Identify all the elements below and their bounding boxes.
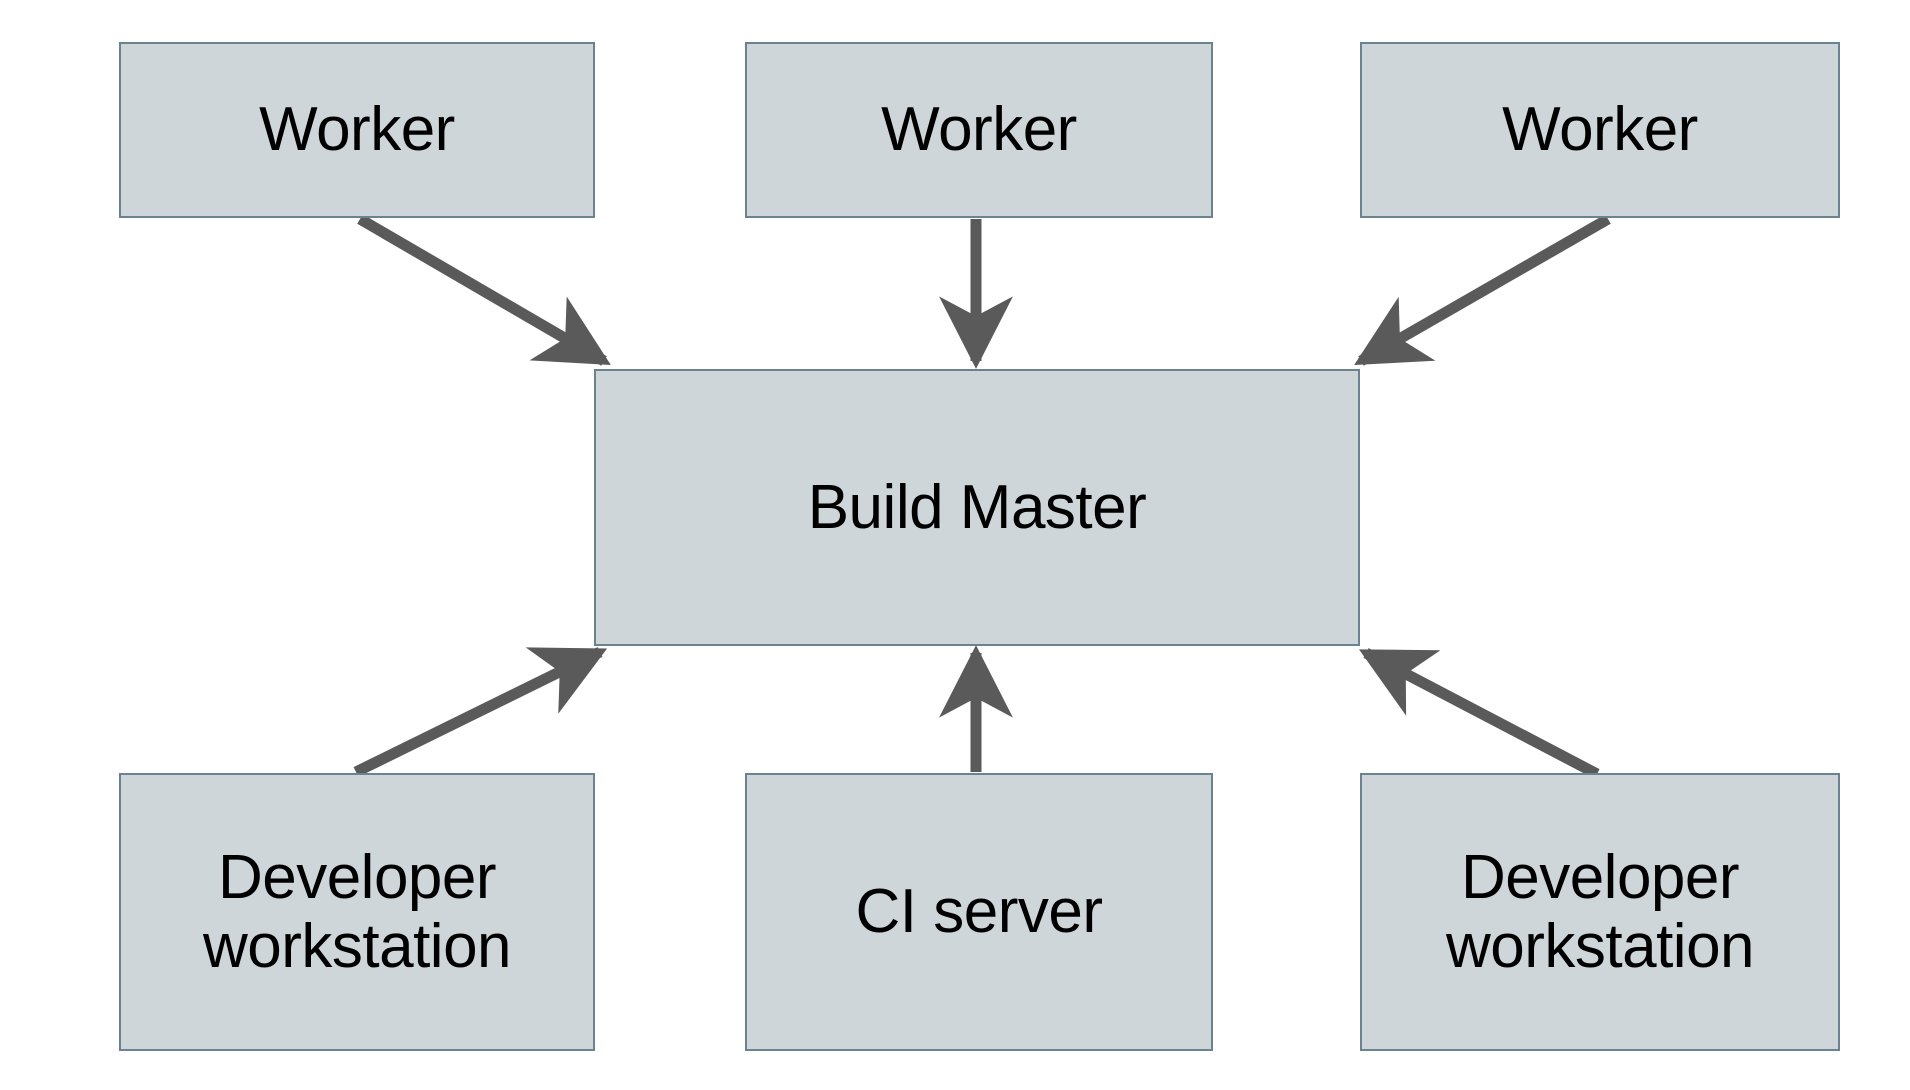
node-ci-server[interactable]: CI server [745, 773, 1213, 1051]
node-developer-workstation-right-label: Developer workstation [1445, 842, 1755, 981]
node-worker-right[interactable]: Worker [1360, 42, 1840, 218]
node-worker-middle-label: Worker [881, 95, 1077, 165]
node-ci-server-label: CI server [855, 877, 1103, 947]
edge-worker-left-to-master [357, 214, 611, 366]
edge-dev-left-to-master [353, 647, 608, 777]
node-build-master[interactable]: Build Master [594, 369, 1360, 646]
node-worker-right-label: Worker [1502, 95, 1698, 165]
node-developer-workstation-right[interactable]: Developer workstation [1360, 773, 1840, 1051]
node-worker-left[interactable]: Worker [119, 42, 595, 218]
node-developer-workstation-left-label: Developer workstation [202, 842, 512, 981]
node-developer-workstation-left[interactable]: Developer workstation [119, 773, 595, 1051]
node-worker-left-label: Worker [259, 95, 455, 165]
edge-worker-right-to-master [1354, 214, 1611, 366]
node-worker-middle[interactable]: Worker [745, 42, 1213, 218]
edge-dev-right-to-master [1358, 648, 1600, 779]
node-build-master-label: Build Master [807, 472, 1147, 542]
